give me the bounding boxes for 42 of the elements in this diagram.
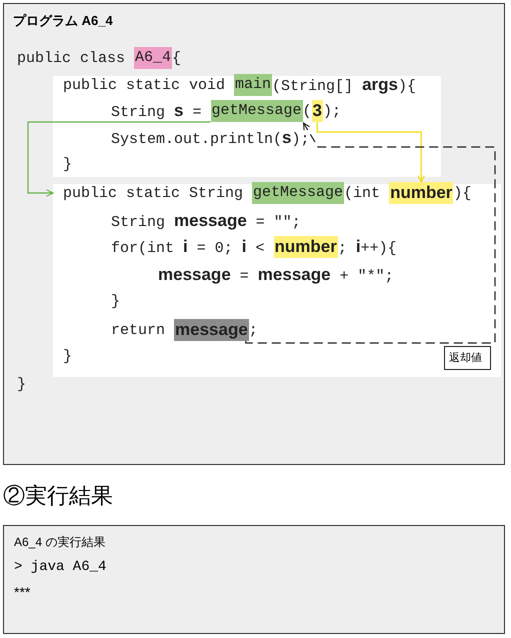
- code-text: public static void: [63, 76, 226, 94]
- highlighted-word: getMessage: [210, 100, 303, 122]
- code-text: (String[] args){: [272, 75, 416, 95]
- code-text: );: [323, 102, 342, 120]
- highlighted-word: message: [174, 319, 249, 341]
- method-block: [53, 184, 501, 377]
- output-text: A6_4 の実行結果: [14, 534, 106, 551]
- code-text: }: [17, 376, 26, 392]
- code-panel: [3, 3, 505, 465]
- code-text: ; i++){: [338, 237, 397, 257]
- code-text: message = message + "*";: [158, 265, 394, 285]
- arrow: [245, 122, 496, 344]
- code-text: return: [111, 322, 166, 338]
- code-text: String message = "";: [111, 211, 301, 231]
- note-box: 返却値: [444, 346, 491, 370]
- code-text: String s =: [111, 101, 202, 121]
- highlighted-word: number: [389, 182, 454, 204]
- highlighted-word: A6_4: [134, 47, 172, 69]
- code-text: public class: [17, 50, 126, 66]
- panel-title: プログラム A6_4: [13, 12, 113, 30]
- code-text: (: [302, 102, 312, 120]
- highlighted-word: getMessage: [252, 182, 344, 204]
- code-text: (int: [344, 184, 380, 202]
- code-text: }: [111, 292, 120, 310]
- code-text: }: [63, 348, 72, 364]
- output-text: > java A6_4: [14, 559, 106, 575]
- arrow: [316, 122, 425, 183]
- highlighted-word: 3: [312, 100, 323, 122]
- highlighted-word: number: [274, 236, 338, 258]
- code-panel: [3, 525, 505, 634]
- output-text: ***: [14, 584, 30, 600]
- highlighted-word: main: [234, 74, 272, 96]
- code-text: for(int i = 0; i <: [111, 237, 265, 257]
- code-text: System.out.println(s);: [111, 128, 310, 148]
- code-text: ;: [248, 322, 258, 338]
- section-heading: ②実行結果: [3, 482, 113, 510]
- code-text: {: [172, 50, 182, 66]
- code-text: public static String: [63, 184, 244, 202]
- arrow: [27, 121, 210, 197]
- code-text: ){: [453, 184, 472, 202]
- code-text: }: [63, 156, 72, 172]
- method-block: [53, 76, 441, 177]
